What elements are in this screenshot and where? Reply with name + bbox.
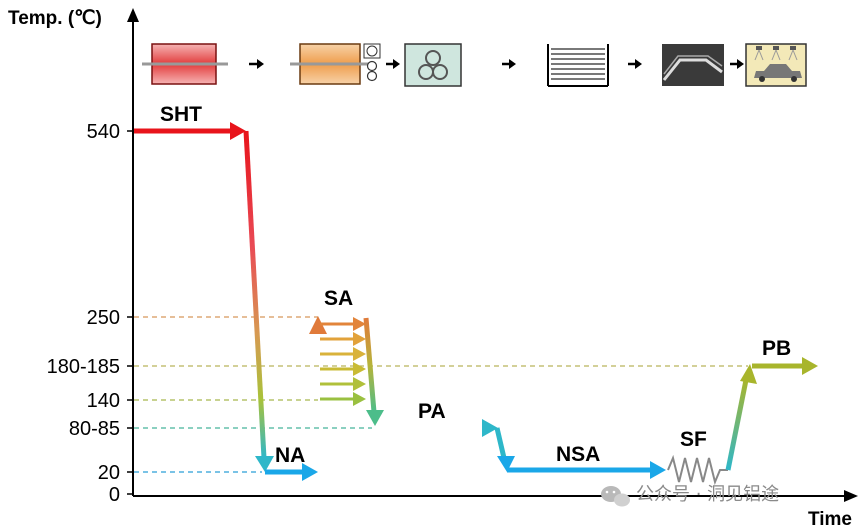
- sf-spring-icon: [667, 454, 728, 486]
- tick-label-180-185: 180-185: [47, 356, 120, 378]
- sa-arrows: [320, 317, 366, 406]
- quench-drop: [243, 130, 274, 472]
- tick-label-0: 0: [109, 484, 120, 506]
- pb-segment: [752, 357, 818, 375]
- label-sf: SF: [680, 428, 707, 451]
- label-sa: SA: [324, 287, 353, 310]
- arrow-icon: [386, 59, 400, 69]
- watermark-text: 公众号 · 洞见铝途: [636, 484, 779, 505]
- tick-label-250: 250: [87, 307, 120, 329]
- nsa-segment: [507, 461, 666, 479]
- y-axis-title: Temp. (℃): [8, 8, 102, 29]
- furnace-icon: [142, 43, 228, 85]
- watermark: 公众号 · 洞见铝途: [601, 484, 779, 507]
- reference-lines: [134, 316, 748, 473]
- na-segment: [265, 463, 318, 481]
- arrow-icon: [730, 59, 744, 69]
- forming-die-icon: [662, 44, 724, 86]
- label-nsa: NSA: [556, 443, 600, 466]
- label-sht: SHT: [160, 103, 202, 126]
- sa-rise: [309, 316, 327, 472]
- tick-label-80-85: 80-85: [69, 418, 120, 440]
- pa-drop: [494, 427, 515, 472]
- process-icons: [142, 43, 807, 87]
- label-pb: PB: [762, 337, 791, 360]
- x-axis-title: Time: [808, 509, 852, 530]
- sa-fall: [363, 317, 384, 426]
- wechat-icon: [601, 486, 630, 507]
- paint-booth-icon: [745, 43, 807, 87]
- label-pa: PA: [418, 400, 446, 423]
- y-ticks: [127, 130, 133, 495]
- tick-label-540: 540: [87, 121, 120, 143]
- y-axis: [127, 8, 139, 496]
- x-axis: [133, 490, 858, 502]
- label-na: NA: [275, 444, 305, 467]
- coil-icon: [404, 43, 462, 87]
- tick-label-20: 20: [98, 462, 120, 484]
- quench-fan-icon: [290, 43, 381, 85]
- arrow-icon: [249, 59, 264, 69]
- arrow-icon: [628, 59, 642, 69]
- sht-segment: [134, 122, 246, 140]
- tick-label-140: 140: [87, 390, 120, 412]
- pb-rise: [725, 364, 757, 471]
- stacked-sheets-icon: [547, 44, 609, 87]
- arrow-icon: [502, 59, 516, 69]
- pa-segment: [375, 419, 498, 437]
